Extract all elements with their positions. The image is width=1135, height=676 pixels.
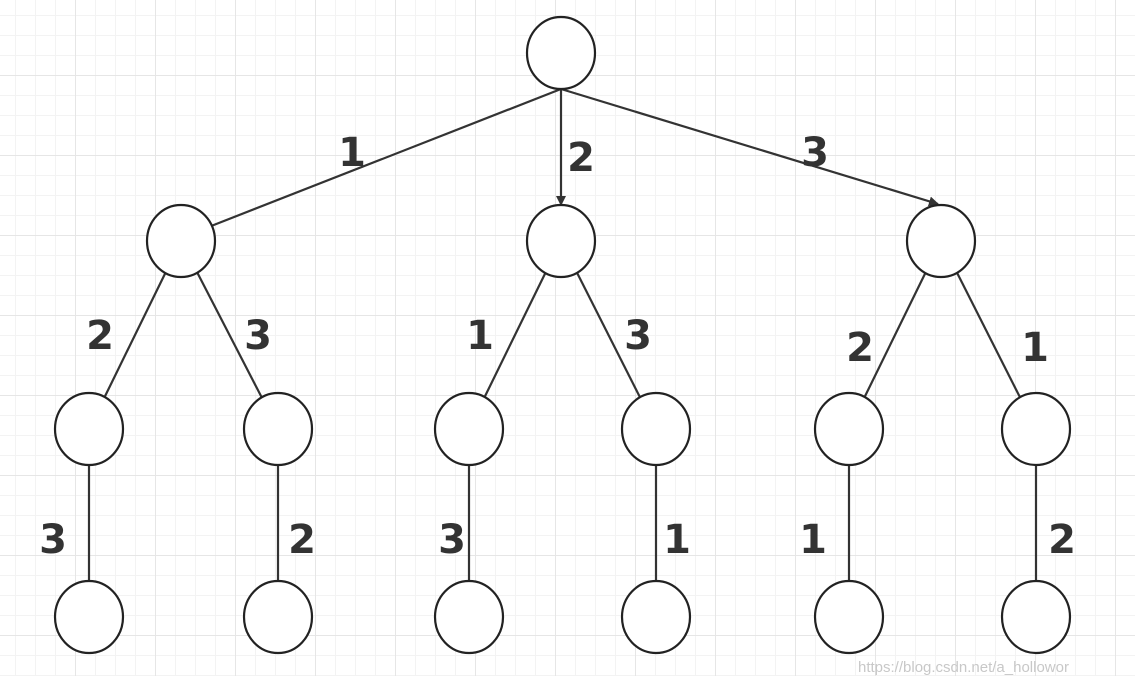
edge-label-a1-a1l: 3 (39, 517, 67, 563)
edge-label-root-c: 3 (801, 130, 829, 176)
edge-b-b1 (483, 272, 547, 398)
edge-label-c1-c1l: 1 (799, 517, 827, 563)
edge-label-c-c2: 1 (1021, 325, 1049, 371)
nodes-layer (53, 15, 1072, 655)
edge-label-b-b2: 3 (624, 313, 652, 359)
edge-label-root-b: 2 (567, 135, 595, 181)
tree-node-c1l (813, 579, 885, 655)
edge-a-a2 (196, 272, 263, 398)
tree-node-b2 (620, 391, 692, 467)
edge-c-c2 (956, 272, 1021, 398)
edge-c-c1 (863, 272, 927, 398)
tree-node-a2 (242, 391, 314, 467)
edge-label-a2-a2l: 2 (288, 517, 316, 563)
edge-root-c (560, 87, 939, 207)
edges-layer (87, 87, 1038, 581)
tree-node-a1 (53, 391, 125, 467)
tree-node-b1 (433, 391, 505, 467)
watermark-text: https://blog.csdn.net/a_hollowor (858, 659, 1069, 676)
edge-label-b1-b1l: 3 (438, 517, 466, 563)
edge-root-a (211, 87, 562, 227)
tree-node-c (905, 203, 977, 279)
edge-label-b2-b2l: 1 (663, 517, 691, 563)
edge-label-root-a: 1 (338, 130, 366, 176)
edge-b-b2 (576, 272, 641, 398)
tree-node-c2l (1000, 579, 1072, 655)
tree-node-root (525, 15, 597, 91)
tree-node-b1l (433, 579, 505, 655)
edge-label-b-b1: 1 (466, 313, 494, 359)
edge-label-c2-c2l: 2 (1048, 517, 1076, 563)
tree-node-a1l (53, 579, 125, 655)
tree-node-a2l (242, 579, 314, 655)
tree-node-c2 (1000, 391, 1072, 467)
tree-node-a (145, 203, 217, 279)
edge-labels-layer: 1 2 3 2 3 1 3 2 1 3 2 3 1 1 2 (39, 130, 1076, 563)
edge-a-a1 (103, 272, 167, 398)
tree-node-b (525, 203, 597, 279)
edge-label-a-a2: 3 (244, 313, 272, 359)
edge-label-c-c1: 2 (846, 325, 874, 371)
edge-label-a-a1: 2 (86, 313, 114, 359)
tree-node-c1 (813, 391, 885, 467)
tree-node-b2l (620, 579, 692, 655)
